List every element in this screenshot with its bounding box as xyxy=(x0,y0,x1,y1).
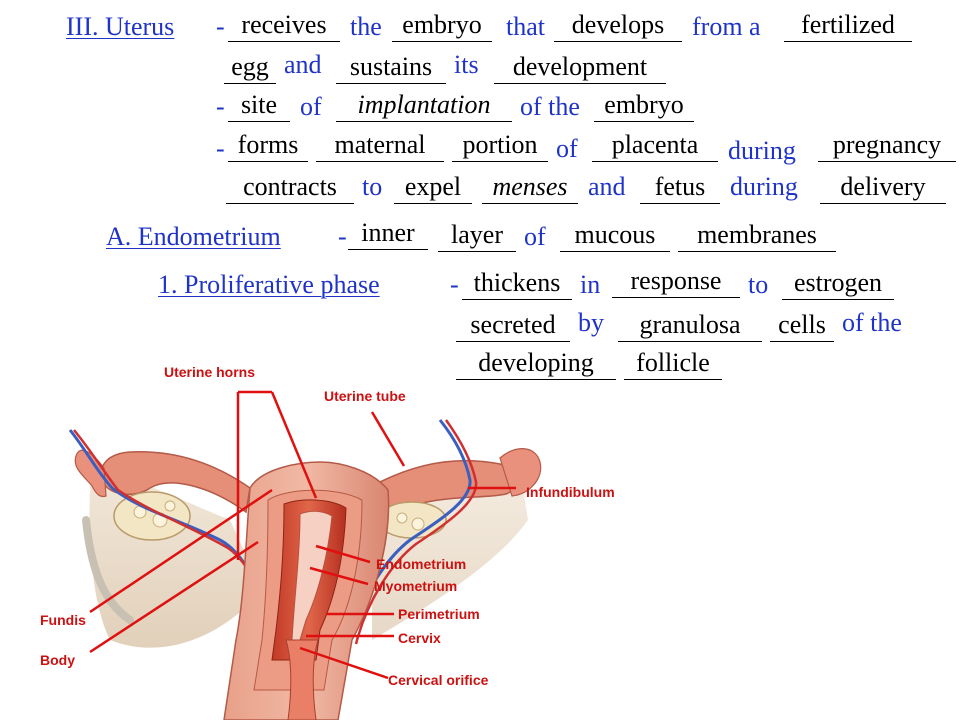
word-and: and xyxy=(284,50,322,79)
blank-contracts: contracts xyxy=(226,172,354,204)
infundibulum-right xyxy=(499,448,542,497)
label-endometrium: Endometrium xyxy=(376,556,467,572)
blank-response: response xyxy=(612,266,740,298)
word-the: the xyxy=(350,12,382,41)
label-body: Body xyxy=(40,652,75,668)
endometrium-heading: A. Endometrium xyxy=(106,222,281,251)
dash: - xyxy=(338,222,347,251)
blank-menses: menses xyxy=(482,172,578,204)
word-and: and xyxy=(588,172,626,201)
blank-delivery: delivery xyxy=(820,172,946,204)
blank-develops: develops xyxy=(554,10,682,42)
label-cervix: Cervix xyxy=(398,630,441,646)
blank-cells: cells xyxy=(770,310,834,342)
dash: - xyxy=(216,12,225,41)
leader-lines xyxy=(89,390,516,680)
blank-pregnancy: pregnancy xyxy=(818,130,956,162)
word-of-the: of the xyxy=(842,308,902,337)
word-its: its xyxy=(454,50,479,79)
label-fundis: Fundis xyxy=(40,612,86,628)
blank-development: development xyxy=(494,52,666,84)
word-of: of xyxy=(524,222,546,251)
word-during: during xyxy=(728,136,796,165)
blank-follicle: follicle xyxy=(624,348,722,380)
blank-mucous: mucous xyxy=(560,220,670,252)
blank-expel: expel xyxy=(394,172,472,204)
blank-embryo-2: embryo xyxy=(594,90,694,122)
proliferative-heading: 1. Proliferative phase xyxy=(158,270,380,299)
blank-maternal: maternal xyxy=(316,130,444,162)
word-during: during xyxy=(730,172,798,201)
label-uterine-tube: Uterine tube xyxy=(324,388,406,404)
blank-egg: egg xyxy=(224,52,276,84)
blank-fertilized: fertilized xyxy=(784,10,912,42)
word-of: of xyxy=(556,134,578,163)
blank-inner: inner xyxy=(348,218,428,250)
dash: - xyxy=(450,270,459,299)
label-infundibulum: Infundibulum xyxy=(526,484,615,500)
word-of: of xyxy=(300,92,322,121)
blank-embryo: embryo xyxy=(392,10,492,42)
word-that: that xyxy=(506,12,545,41)
blank-site: site xyxy=(228,90,290,122)
blank-placenta: placenta xyxy=(592,130,718,162)
word-by: by xyxy=(578,308,604,337)
blank-estrogen: estrogen xyxy=(782,268,894,300)
blank-granulosa: granulosa xyxy=(618,310,762,342)
blank-membranes: membranes xyxy=(678,220,836,252)
blank-portion: portion xyxy=(452,130,548,162)
blank-sustains: sustains xyxy=(336,52,446,84)
word-to: to xyxy=(362,172,383,201)
blank-fetus: fetus xyxy=(640,172,720,204)
label-cervical-orifice: Cervical orifice xyxy=(388,672,489,688)
ovary-left xyxy=(113,491,191,541)
label-perimetrium: Perimetrium xyxy=(398,606,480,622)
label-myometrium: Myometrium xyxy=(374,578,458,594)
word-of-the: of the xyxy=(520,92,580,121)
blank-forms: forms xyxy=(228,130,308,162)
blank-implantation: implantation xyxy=(336,90,512,122)
uterus-heading: III. Uterus xyxy=(66,12,175,41)
word-from-a: from a xyxy=(692,12,761,41)
blank-developing: developing xyxy=(456,348,616,380)
word-in: in xyxy=(580,270,601,299)
blank-receives: receives xyxy=(228,10,340,42)
blank-thickens: thickens xyxy=(462,268,572,300)
blank-secreted: secreted xyxy=(456,310,570,342)
dash: - xyxy=(216,92,225,121)
dash: - xyxy=(216,134,225,163)
word-to: to xyxy=(748,270,769,299)
blank-layer: layer xyxy=(438,220,516,252)
label-uterine-horns: Uterine horns xyxy=(164,364,256,380)
